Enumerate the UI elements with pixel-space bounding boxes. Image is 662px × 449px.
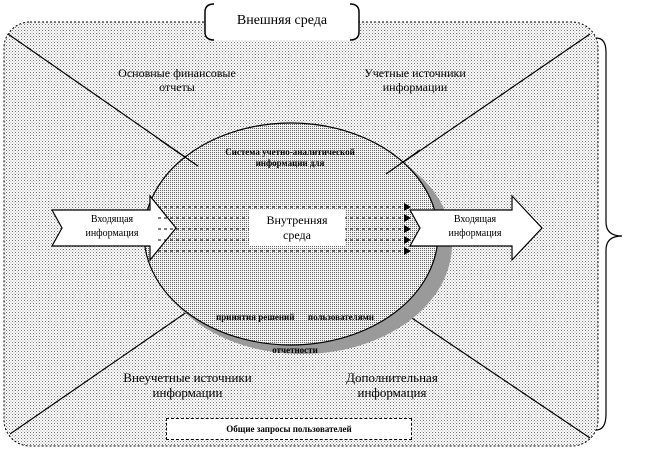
internal-environment-box: Внутренняя среда [249,210,345,246]
accounting-sources-line2: информации [382,80,448,94]
input-info-line2: информация [85,228,139,239]
output-info-line1: Входящая [453,214,497,225]
ext-env-bg [205,4,359,40]
internal-env-line1: Внутренняя [266,213,328,227]
additional-info-label: Дополнительная информация [322,370,462,400]
main-reports-line1: Основные финансовые [118,66,236,80]
output-info-line2: информация [448,228,502,239]
right-brace [595,37,623,431]
flow-arrowheads [404,203,411,255]
system-title-line1: Система учетно-аналитической [225,147,355,157]
system-title-label: Система учетно-аналитической информации … [195,147,385,169]
non-accounting-sources-line2: информации [152,385,223,400]
ext-env-bracket-left [204,3,215,41]
additional-info-line1: Дополнительная [346,370,438,385]
decisions-line2: отчетности [272,345,318,355]
ext-env-bracket-right [349,3,360,41]
non-accounting-sources-line1: Внеучетные источники [123,370,252,385]
diagonal-inner-tr [385,149,421,175]
input-arrow [50,194,177,262]
output-info-label: Входящая информация [430,213,520,241]
internal-env-line2: среда [283,228,311,242]
non-accounting-sources-label: Внеучетные источники информации [100,370,275,400]
input-info-line1: Входящая [90,214,134,225]
accounting-sources-label: Учетные источники информации [340,66,490,94]
decisions-line1: принятия решений пользователями [216,312,374,322]
main-reports-label: Основные финансовые отчеты [92,66,262,94]
accounting-sources-line1: Учетные источники [364,66,466,80]
decisions-label: принятия решений пользователями отчетнос… [180,290,410,378]
output-arrow [408,194,543,262]
system-title-line2: информации для [255,158,325,168]
external-environment-label: Внешняя среда [236,13,328,28]
diagonal-bottom-right [399,309,591,439]
main-reports-line2: отчеты [159,80,195,94]
diagonal-inner-tl [159,139,199,167]
user-queries-box: Общие запросы пользователей [166,418,412,440]
diagonal-bottom-left [9,295,211,435]
input-info-label: Входящая информация [72,213,152,241]
additional-info-line2: информация [357,385,427,400]
